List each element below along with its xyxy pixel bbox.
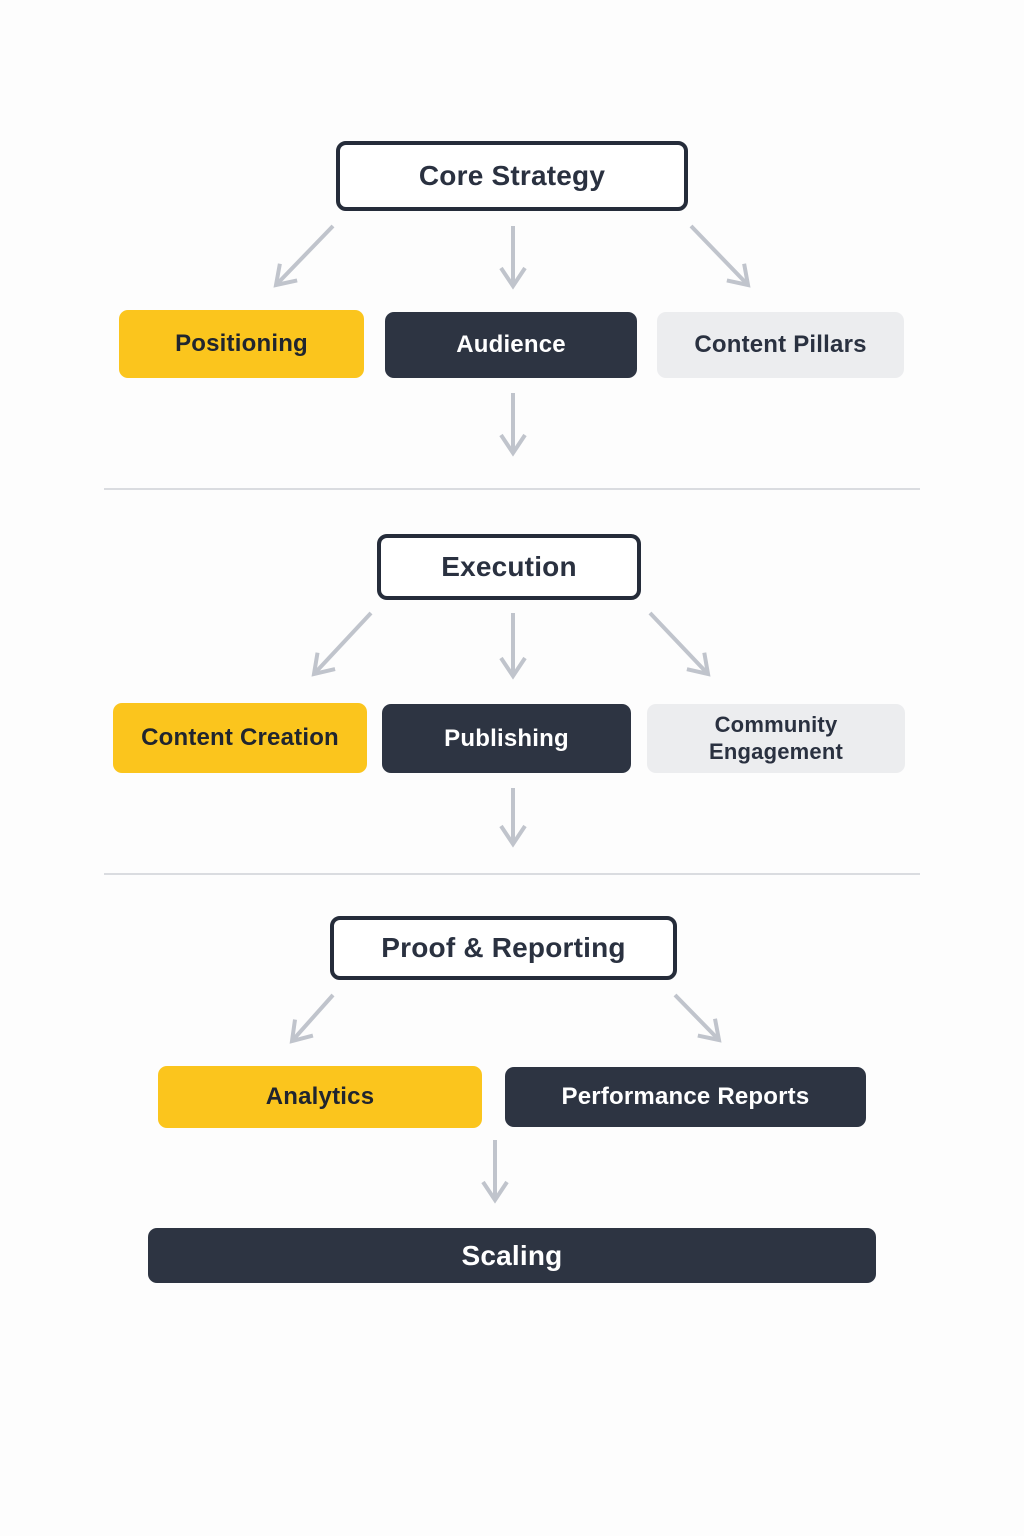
node-analytics: Analytics (158, 1066, 482, 1128)
node-execution: Execution (377, 534, 641, 600)
arrow-core-to-positioning (273, 224, 335, 288)
arrow-proof-to-reports (673, 993, 722, 1043)
node-publishing: Publishing (382, 704, 631, 773)
node-positioning: Positioning (119, 310, 364, 378)
arrow-exec-to-community (648, 611, 711, 677)
node-proof-reporting: Proof & Reporting (330, 916, 677, 980)
section-divider (104, 488, 920, 490)
arrow-exec-to-creation (311, 611, 373, 677)
arrow-proof-to-analytics (289, 993, 335, 1044)
section-divider (104, 873, 920, 875)
node-scaling: Scaling (148, 1228, 876, 1283)
node-core-strategy: Core Strategy (336, 141, 688, 211)
node-content-pillars: Content Pillars (657, 312, 904, 378)
node-audience: Audience (385, 312, 637, 378)
arrow-core-to-pillars (689, 224, 751, 288)
node-content-creation: Content Creation (113, 703, 367, 773)
node-community-engagement: Community Engagement (647, 704, 905, 773)
node-performance-reports: Performance Reports (505, 1067, 866, 1127)
